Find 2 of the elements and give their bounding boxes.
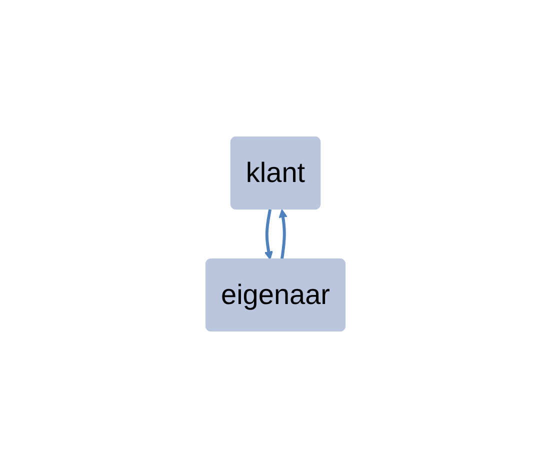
arrow [264,209,272,260]
arrow [278,209,287,260]
